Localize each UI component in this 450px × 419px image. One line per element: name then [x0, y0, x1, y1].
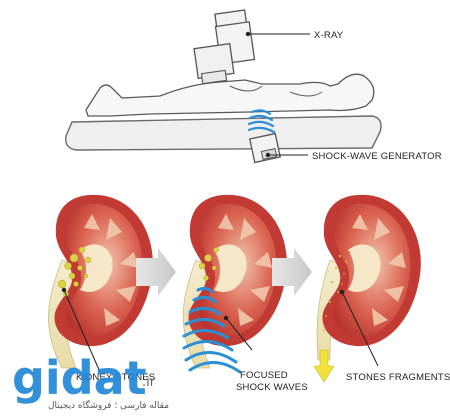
- treatment-table: [65, 115, 382, 151]
- fragments-label: STONES FRAGMENTS: [346, 372, 450, 383]
- kidney-with-stones: KIDNEY STONES: [48, 194, 155, 383]
- patient-body: [85, 73, 375, 117]
- shock-waves: [182, 286, 242, 374]
- generator-label: SHOCK-WAVE GENERATOR: [312, 151, 442, 162]
- fragments-particles: [323, 251, 353, 331]
- downward-arrow: [313, 349, 335, 383]
- kidney-stone-fragments: STONES FRAGMENTS: [313, 194, 450, 383]
- kidney-focused-waves: FOCUSED SHOCK WAVES: [182, 194, 308, 393]
- watermark-brand: gidat: [12, 351, 147, 405]
- xray-label: X-RAY: [314, 30, 344, 41]
- progress-arrow-1: [136, 248, 176, 296]
- focused-label-line1: FOCUSED: [240, 370, 288, 381]
- kidney-stones-label: KIDNEY STONES: [76, 372, 155, 383]
- watermark-tagline: مقاله فارسی ؛ فروشگاه دیجیتال: [48, 399, 169, 411]
- xray-device: [193, 9, 256, 85]
- kidney-stones-cluster: [57, 246, 92, 297]
- progress-arrow-2: [272, 248, 312, 296]
- patient-illustration: X-RAY SHOCK-WAVE GENERATOR: [65, 9, 442, 164]
- focused-label-line2: SHOCK WAVES: [236, 382, 308, 393]
- watermark: gidat .ir مقاله فارسی ؛ فروشگاه دیجیتال: [12, 351, 169, 411]
- watermark-tld: .ir: [142, 375, 156, 390]
